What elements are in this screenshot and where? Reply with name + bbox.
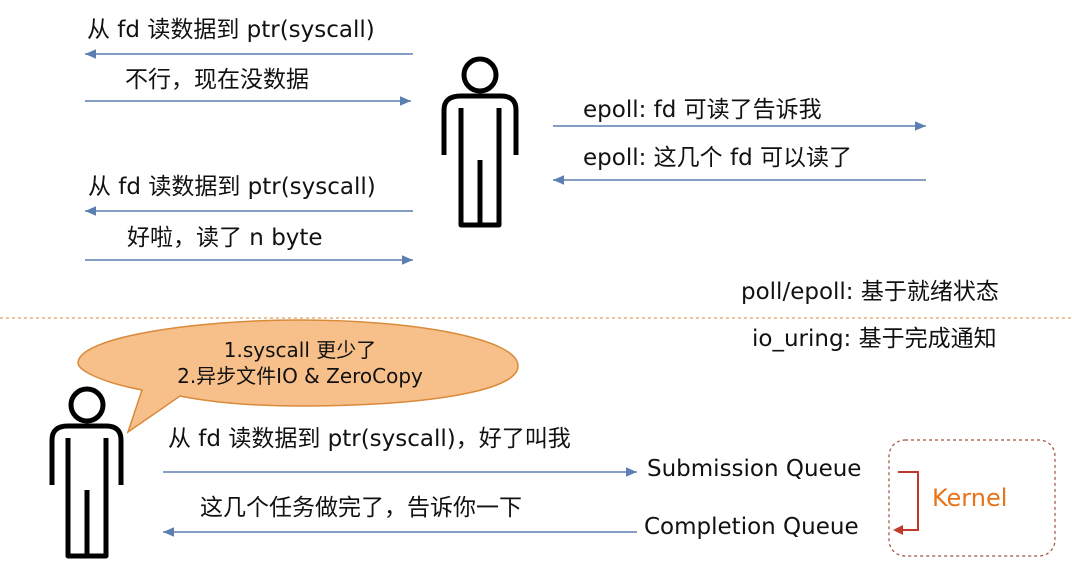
msg-epoll-register: epoll: fd 可读了告诉我 [583, 97, 822, 123]
msg-tasks-complete: 这几个任务做完了，告诉你一下 [200, 495, 522, 521]
msg-no-data: 不行，现在没数据 [125, 67, 309, 93]
bubble-line-1: 1.syscall 更少了 [223, 338, 377, 362]
msg-read-n-bytes: 好啦，读了 n byte [127, 225, 323, 251]
speech-bubble [77, 319, 519, 434]
note-poll-epoll: poll/epoll: 基于就绪状态 [741, 279, 999, 305]
kernel-box [888, 439, 1056, 557]
kernel-label: Kernel [932, 484, 1008, 512]
msg-read-syscall-1: 从 fd 读数据到 ptr(syscall) [87, 17, 375, 43]
submission-queue-label: Submission Queue [647, 456, 862, 482]
note-io-uring: io_uring: 基于完成通知 [752, 326, 997, 352]
kernel-bracket-arrowhead [893, 525, 903, 535]
msg-read-syscall-2: 从 fd 读数据到 ptr(syscall) [88, 174, 376, 200]
person-icon-bottom [49, 386, 124, 559]
msg-submit-request: 从 fd 读数据到 ptr(syscall)，好了叫我 [168, 426, 571, 452]
person-icon-top [441, 56, 519, 228]
bubble-line-2: 2.异步文件IO & ZeroCopy [177, 364, 423, 388]
completion-queue-label: Completion Queue [644, 514, 859, 540]
msg-epoll-ready: epoll: 这几个 fd 可以读了 [583, 145, 852, 171]
kernel-bracket [898, 471, 919, 531]
